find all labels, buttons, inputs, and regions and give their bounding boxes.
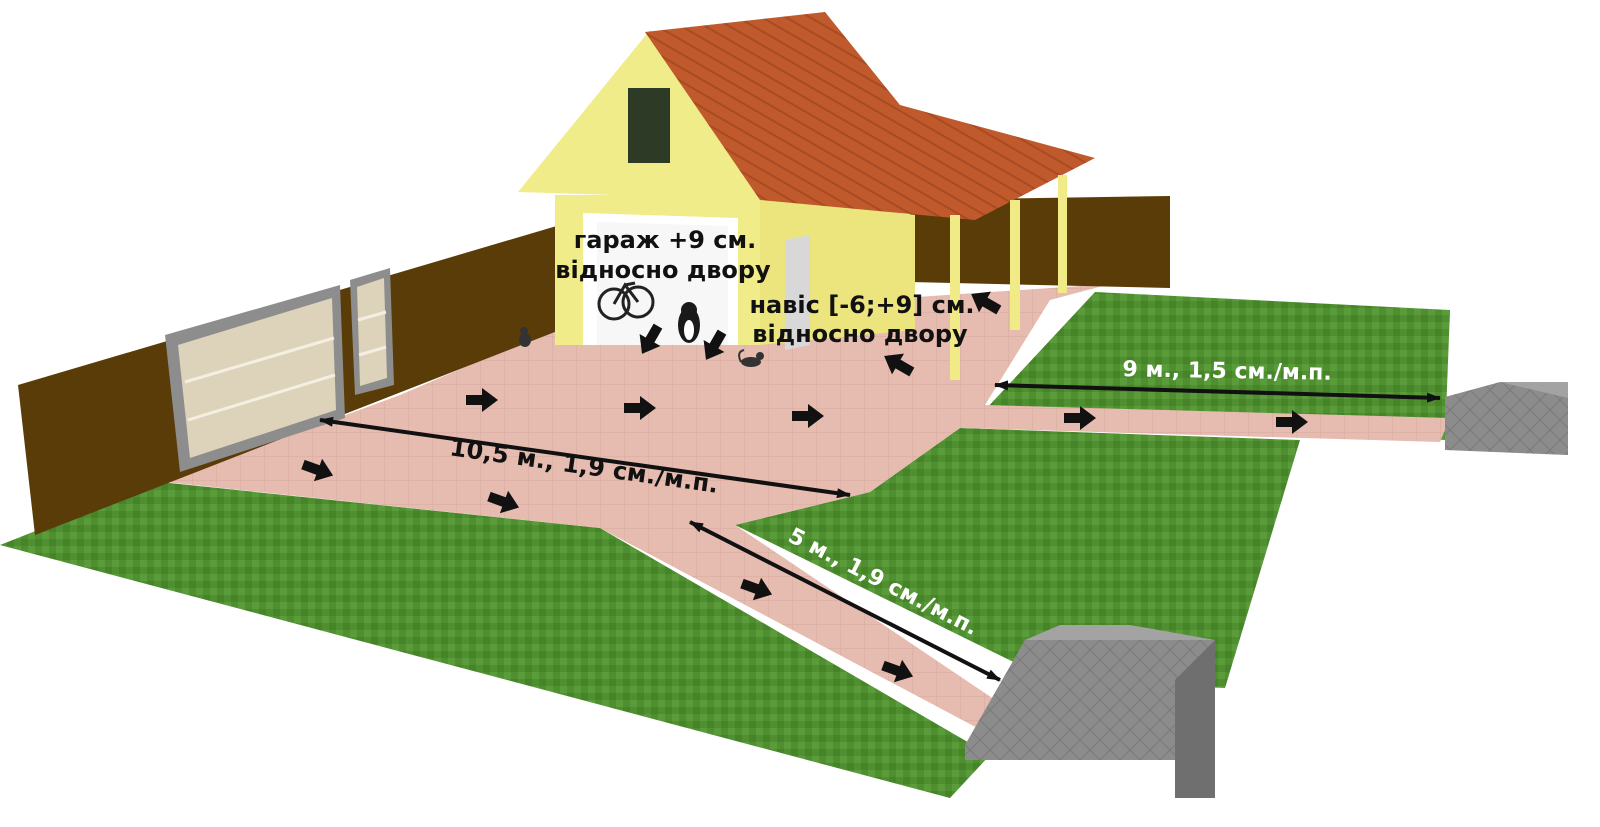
garage-label-line2: відносно двору: [555, 256, 771, 284]
bicycle-icon: [597, 281, 655, 321]
dog-icon: [678, 302, 700, 343]
garage-label-line1: гараж +9 см.: [574, 226, 756, 254]
flow-arrow-icon: [884, 353, 915, 377]
wicket-gate: [350, 268, 394, 395]
flow-arrow-icon: [624, 396, 656, 420]
lawn-front: [0, 482, 990, 798]
cat-icon: [738, 349, 764, 367]
flow-arrow-icon: [639, 323, 663, 354]
cat-icon: [519, 327, 531, 347]
attic-window: [628, 88, 670, 163]
canopy-post: [950, 215, 960, 380]
flow-arrow-icon: [1276, 410, 1308, 434]
stairs-front: [965, 625, 1215, 798]
dimension-arrow-icon: [994, 380, 1441, 403]
side-door: [785, 235, 810, 350]
flow-arrow-icon: [466, 388, 498, 412]
lawn-front-right: [735, 428, 1300, 688]
canopy-label-line2: відносно двору: [752, 320, 968, 348]
canopy-post: [1058, 175, 1067, 293]
lawn-back-right: [985, 292, 1450, 440]
dimension-arrow-icon: [689, 520, 1001, 682]
canopy-label-line1: навіс [-6;+9] см.: [749, 291, 974, 319]
roof: [645, 12, 1095, 220]
right-span-label: 9 м., 1,5 см./м.п.: [1122, 357, 1332, 386]
flow-arrow-icon: [971, 291, 1002, 315]
sliding-gate: [165, 285, 345, 472]
flow-arrow-icon: [1064, 406, 1096, 430]
dimension-arrow-icon: [319, 416, 851, 499]
stairs-right: [1445, 382, 1568, 455]
flow-arrow-icon: [703, 329, 727, 360]
house: [518, 12, 1095, 380]
canopy-post: [1010, 200, 1020, 330]
